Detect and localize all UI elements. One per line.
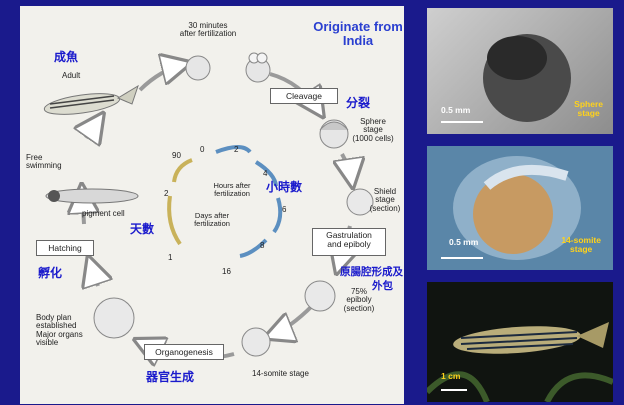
scale-label: 1 cm [441,372,460,381]
stage-label: 14-somite stage [561,236,601,254]
adult-fish [43,86,138,118]
days-arcs [169,160,192,244]
label-30min: 30 minutes after fertilization [168,22,248,39]
stage-box-gastrulation: Gastrulation and epiboly [312,228,386,256]
hour-tick: 6 [282,206,286,214]
hour-tick: 0 [200,146,204,154]
hour-tick: 8 [260,242,264,250]
day-tick: 2 [164,190,168,198]
label-epiboly: 75% epiboly (section) [336,288,382,313]
scale-label: 0.5 mm [441,106,470,115]
label-days-after: Days after fertilization [184,212,240,228]
arrow-to-hatching [90,262,98,286]
scale-label: 0.5 mm [449,238,478,247]
zh-hours: 小時數 [266,178,302,195]
stage-box-organogenesis: Organogenesis [144,344,224,360]
zh-cleavage: 分裂 [346,94,370,111]
zh-adult: 成魚 [54,48,78,65]
label-free-swimming: Free swimming [26,154,62,171]
arrow-to-adult [86,118,100,138]
hour-tick: 2 [234,146,238,154]
day-tick: 90 [172,152,181,160]
label-body-plan: Body plan established Major organs visib… [36,314,83,348]
cleavage-embryo [246,53,270,82]
hour-tick: 16 [222,268,231,276]
stage-label: Sphere stage [574,100,603,118]
life-cycle-diagram: Originate from India 成魚 分裂 小時數 天數 孵化 原腸腔… [20,6,404,404]
photo-sphere-stage: 0.5 mm Sphere stage [427,8,613,134]
zh-days: 天數 [130,220,154,237]
arrow-to-somite [270,306,312,336]
label-shield: Shield stage (section) [368,188,402,213]
larva [46,189,138,203]
zygote-embryo [186,56,210,80]
adult-zebrafish-image [427,282,613,402]
somite-embryo [242,328,270,356]
bodyplan-embryo [94,298,134,338]
label-hours-after: Hours after fertilization [202,182,262,198]
arrow-adult-to-30min [140,64,185,90]
label-14-somite: 14-somite stage [252,370,309,378]
stage-box-hatching: Hatching [36,240,94,256]
arrow-to-shield [342,154,352,182]
day-tick: 1 [168,254,172,262]
photo-14-somite-stage: 0.5 mm 14-somite stage [427,146,613,270]
stage-box-cleavage: Cleavage [270,88,338,104]
hour-tick: 4 [263,170,267,178]
hours-arcs [216,147,280,256]
photo-adult-zebrafish: 1 cm [427,282,613,402]
label-sphere: Sphere stage (1000 cells) [344,118,402,143]
diagram-title: Originate from India [308,20,408,49]
zh-organogenesis: 器官生成 [146,368,194,385]
zh-gastrulation-1: 原腸腔形成及 [340,264,403,279]
label-pigment-cell: pigment cell [82,210,125,218]
epiboly-embryo [305,281,335,311]
zh-hatching: 孵化 [38,264,62,281]
label-adult: Adult [62,72,80,80]
